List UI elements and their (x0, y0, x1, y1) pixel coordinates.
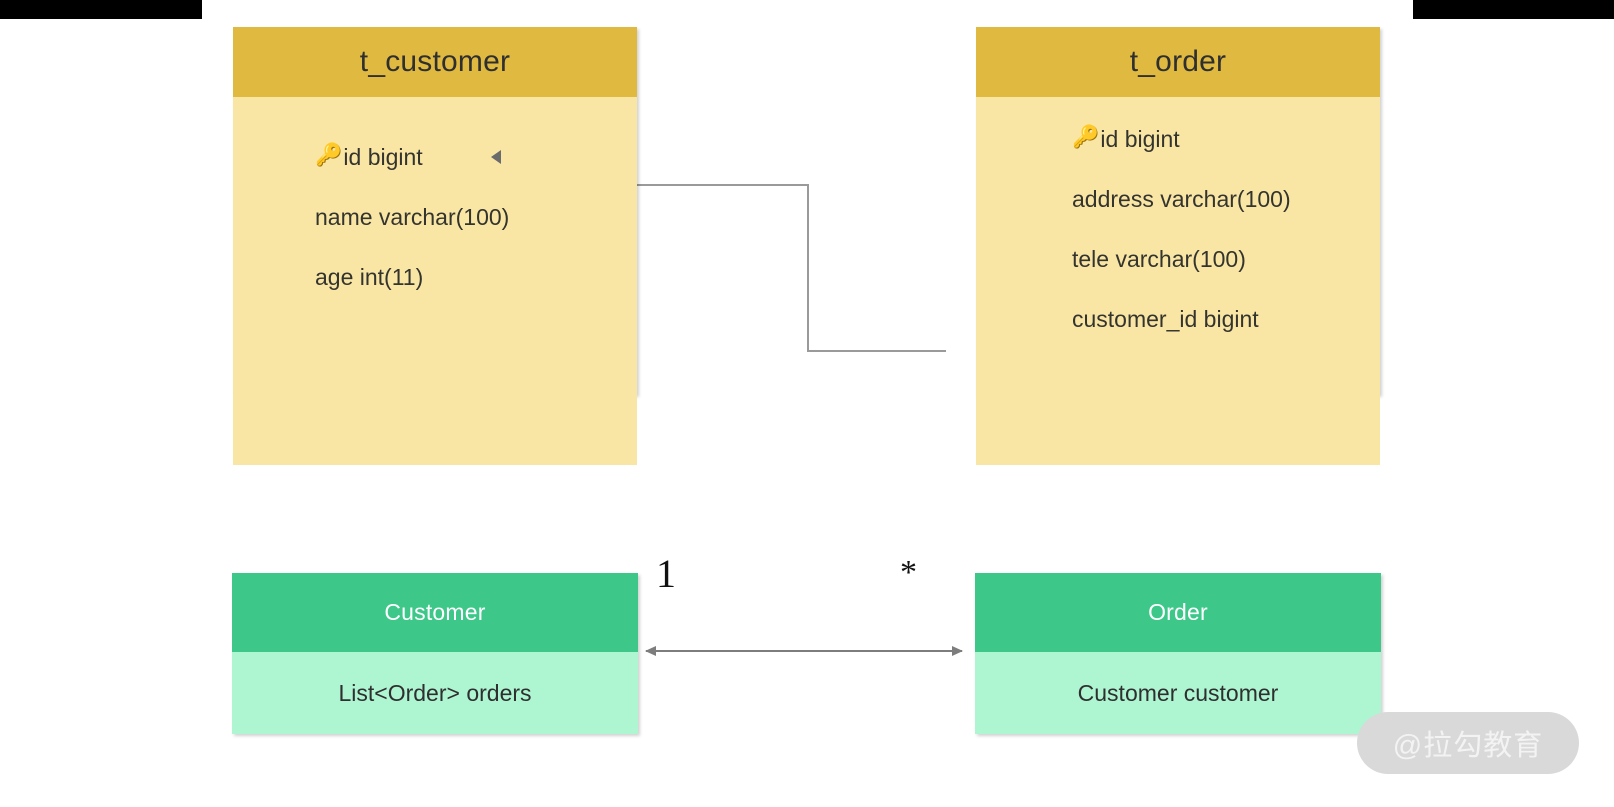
key-icon: 🔑 (315, 142, 343, 167)
er-column-row[interactable]: 🔑 id bigint (233, 127, 637, 187)
uml-class-attributes: Customer customer (975, 652, 1381, 734)
er-table-title: t_customer (233, 27, 637, 97)
uml-class-name: Customer (232, 573, 638, 652)
multiplicity-left: 1 (656, 551, 676, 596)
er-column-row[interactable]: tele varchar(100) (976, 229, 1380, 289)
er-column-label: tele varchar(100) (1072, 245, 1246, 272)
er-table-columns: 🔑 id bigint address varchar(100) tele va… (976, 97, 1380, 465)
top-black-bar-right (1413, 0, 1614, 19)
er-column-row[interactable]: name varchar(100) (233, 187, 637, 247)
er-column-label: customer_id bigint (1072, 305, 1259, 332)
top-black-bar-left (0, 0, 202, 19)
er-table-t_order[interactable]: t_order 🔑 id bigint address varchar(100)… (976, 27, 1380, 465)
multiplicity-right: * (900, 554, 917, 591)
er-table-t_customer[interactable]: t_customer 🔑 id bigint name varchar(100)… (233, 27, 637, 465)
er-column-label: id bigint (343, 143, 423, 170)
er-column-label: id bigint (1100, 125, 1180, 152)
uml-class-attributes: List<Order> orders (232, 652, 638, 734)
uml-class-customer[interactable]: Customer List<Order> orders (232, 573, 638, 734)
watermark: @拉勾教育 (1357, 712, 1579, 774)
er-table-title: t_order (976, 27, 1380, 97)
er-column-row[interactable]: 🔑 id bigint (976, 109, 1380, 169)
key-icon: 🔑 (1072, 124, 1100, 149)
er-column-label: address varchar(100) (1072, 185, 1291, 212)
uml-class-name: Order (975, 573, 1381, 652)
uml-attribute-label: Customer customer (1077, 679, 1279, 706)
uml-class-order[interactable]: Order Customer customer (975, 573, 1381, 734)
er-column-label: age int(11) (315, 263, 424, 290)
er-column-row[interactable]: address varchar(100) (976, 169, 1380, 229)
er-column-row[interactable]: customer_id bigint (976, 289, 1380, 349)
er-relation-line (637, 184, 946, 352)
er-column-row[interactable]: age int(11) (233, 247, 637, 307)
uml-attribute-label: List<Order> orders (338, 679, 532, 706)
triangle-left-icon (491, 150, 501, 164)
er-column-label: name varchar(100) (315, 203, 510, 230)
er-table-columns: 🔑 id bigint name varchar(100) age int(11… (233, 97, 637, 465)
